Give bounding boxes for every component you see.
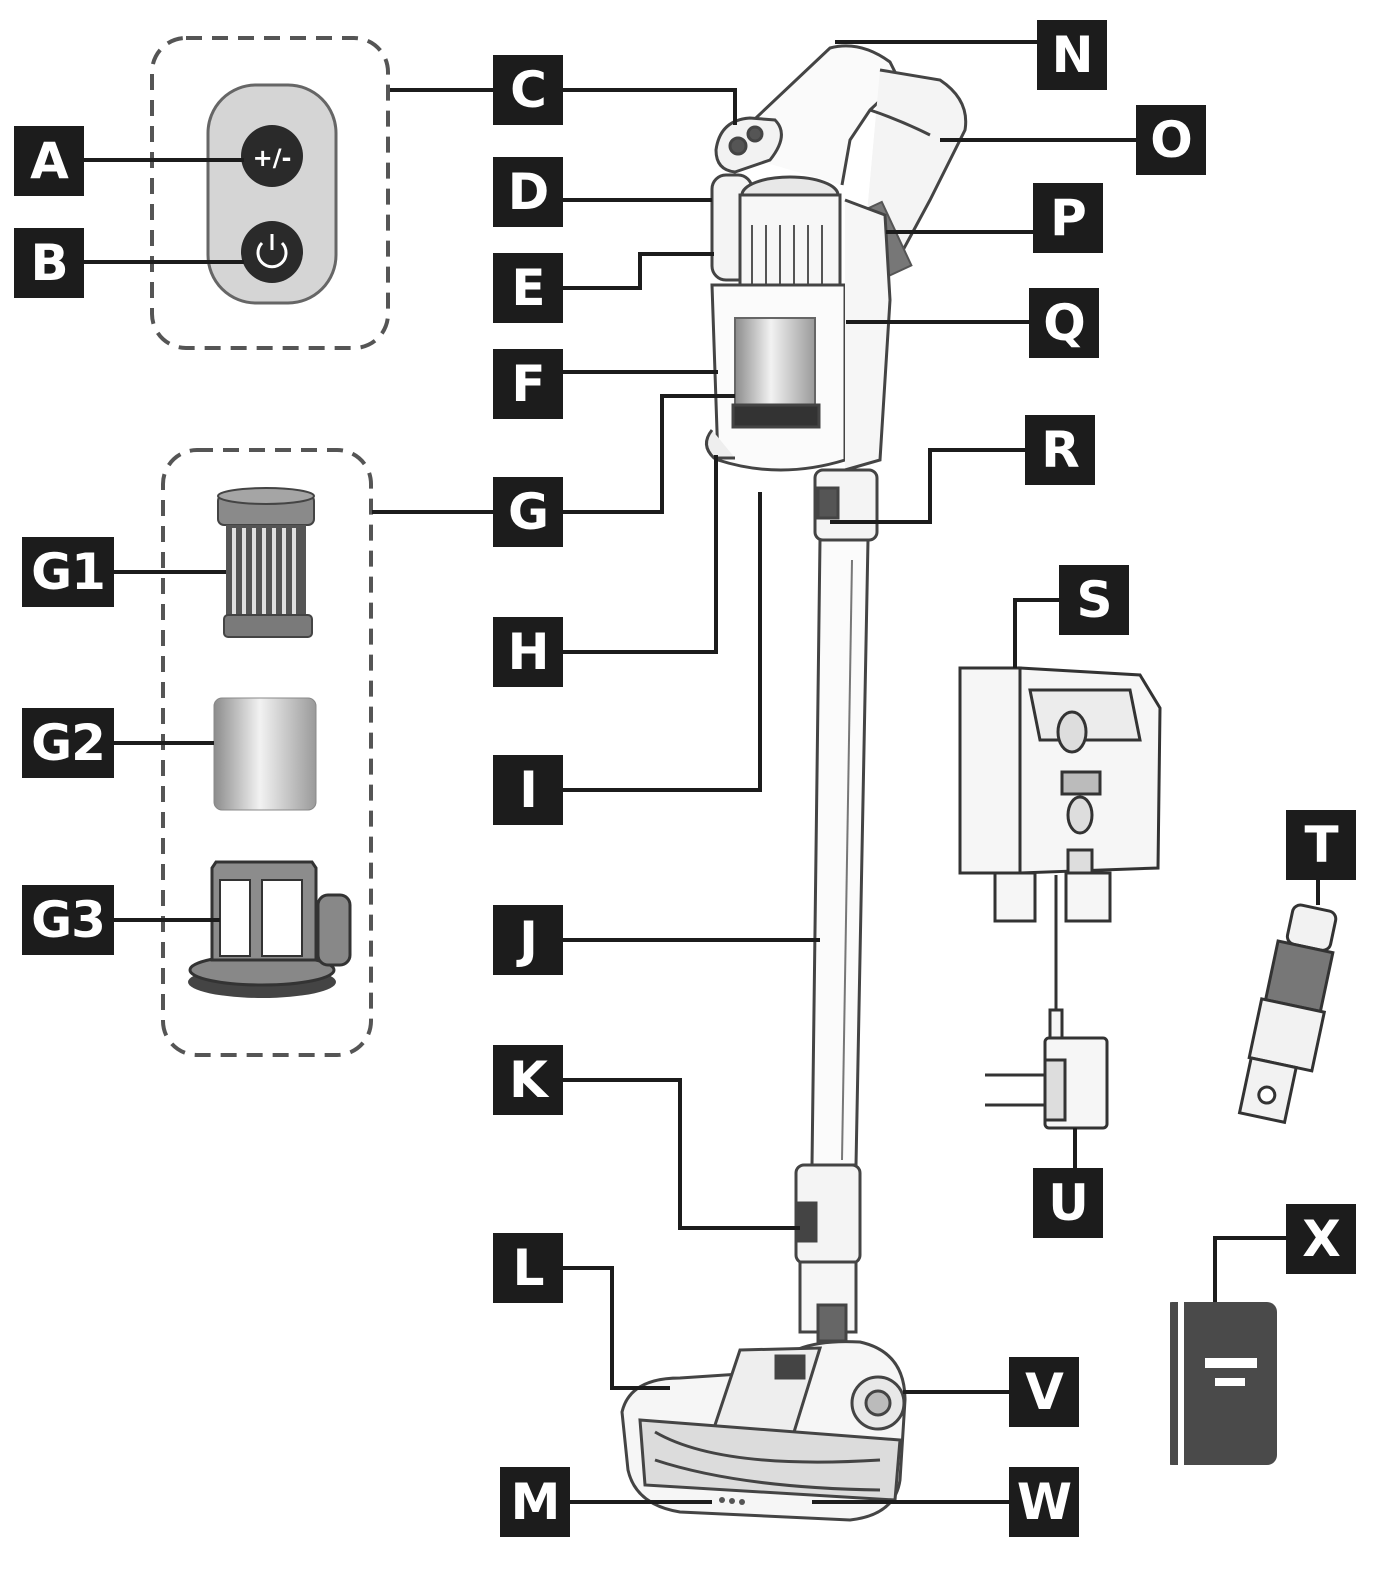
filter-holder	[188, 860, 352, 998]
callout-r: R	[1025, 415, 1095, 485]
callout-e: E	[493, 253, 563, 323]
callout-v: V	[1009, 1357, 1079, 1427]
callout-m: M	[500, 1467, 570, 1537]
callout-a: A	[14, 126, 84, 196]
callout-j: J	[493, 905, 563, 975]
callout-l: L	[493, 1233, 563, 1303]
callout-b: B	[14, 228, 84, 298]
callout-c: C	[493, 55, 563, 125]
power-adapter	[985, 1008, 1109, 1130]
callout-g3: G3	[22, 885, 114, 955]
callout-p: P	[1033, 183, 1103, 253]
power-button	[241, 221, 303, 283]
callout-s: S	[1059, 565, 1129, 635]
mode-button	[241, 125, 303, 187]
callout-f: F	[493, 349, 563, 419]
callout-k: K	[493, 1045, 563, 1115]
control-panel	[206, 83, 338, 305]
leader-lines	[84, 40, 1320, 1504]
callout-g: G	[493, 477, 563, 547]
pleated-filter	[217, 487, 315, 638]
user-manual	[1162, 1302, 1277, 1465]
callout-t: T	[1286, 810, 1356, 880]
callout-g2: G2	[22, 708, 114, 778]
callout-g1: G1	[22, 537, 114, 607]
power-icon	[256, 234, 288, 269]
callout-d: D	[493, 157, 563, 227]
wall-mount-bracket	[958, 666, 1162, 923]
crevice-tool	[1237, 903, 1338, 1125]
control-panel-group-frame	[150, 36, 390, 350]
metal-mesh-filter	[213, 697, 317, 811]
callout-x: X	[1286, 1204, 1356, 1274]
callout-o: O	[1136, 105, 1206, 175]
callout-u: U	[1033, 1168, 1103, 1238]
callout-q: Q	[1029, 288, 1099, 358]
callout-w: W	[1009, 1467, 1079, 1537]
callout-h: H	[493, 617, 563, 687]
mode-button-label: +/-	[253, 144, 292, 172]
callout-n: N	[1037, 20, 1107, 90]
vacuum-body	[620, 44, 968, 1522]
callout-i: I	[493, 755, 563, 825]
